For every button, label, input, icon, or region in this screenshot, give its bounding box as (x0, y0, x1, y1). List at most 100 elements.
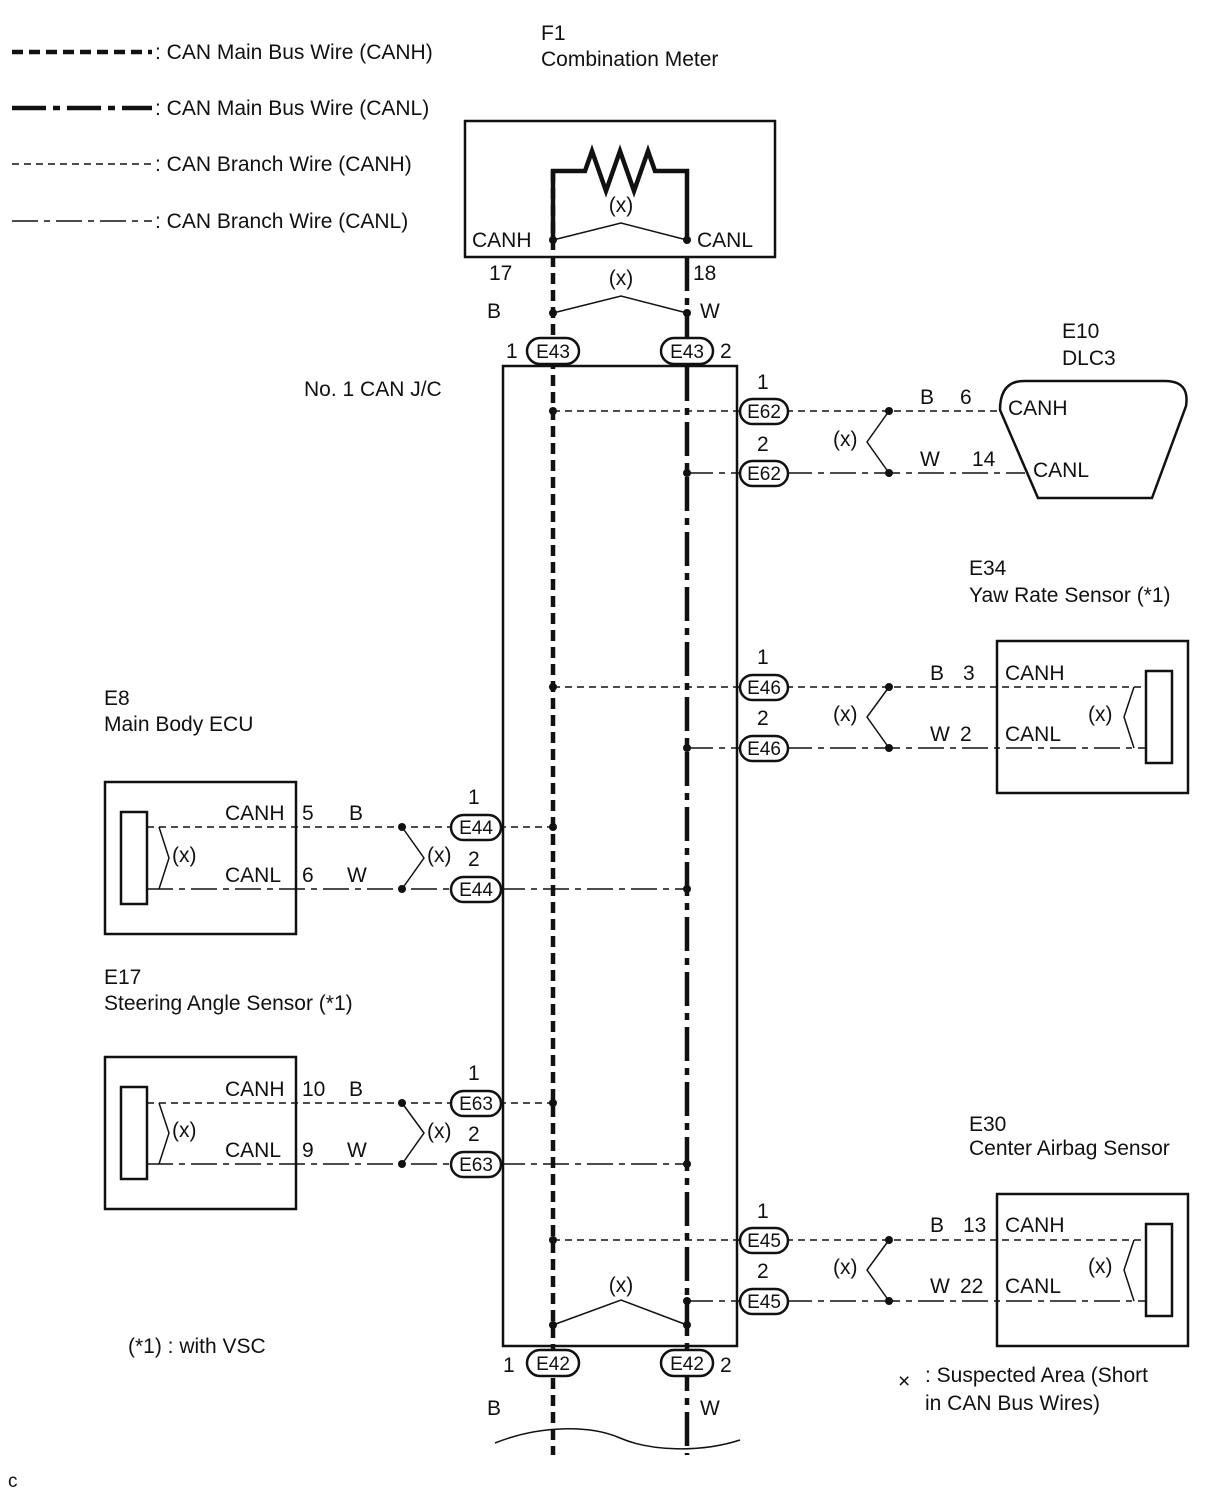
connector-e42-canl-label: E42 (670, 1354, 704, 1375)
connector-e45-canl (738, 1287, 790, 1316)
connector-e42-canh-label: E42 (536, 1354, 570, 1375)
legend-main-canl-label: : CAN Main Bus Wire (CANL) (155, 97, 429, 120)
connector-e44-canl (449, 875, 503, 904)
e43-pin-2: 2 (720, 340, 732, 363)
center-airbag-sensor: E30 Center Airbag Sensor (x) (x) E45 E45… (549, 1113, 1190, 1348)
airbag-ic (1144, 1222, 1174, 1318)
steering-ic (119, 1085, 149, 1181)
airbag-inner-short-mark (1123, 1239, 1135, 1302)
top-bus: (x) B W 1 2 (487, 267, 732, 363)
yaw-rate-pin-3: 3 (963, 662, 975, 685)
terminating-resistor (550, 144, 690, 240)
connector-e62-canl-label: E62 (747, 464, 781, 485)
top-bus-short-mark (552, 295, 688, 314)
yaw-rate-pin-2: 2 (960, 723, 972, 746)
main-body-box (103, 780, 298, 936)
combination-meter: F1 Combination Meter (x) CANH CANL 17 18 (463, 22, 777, 285)
steering-pin-10: 10 (302, 1078, 325, 1101)
notes: (*1) : with VSC × : Suspected Area (Shor… (8, 1335, 1148, 1492)
steering-inner-short-label: (x) (172, 1119, 197, 1142)
e45-pin-1: 1 (757, 1200, 769, 1223)
steering-short-mark (401, 1102, 425, 1165)
steering-color-b: B (349, 1078, 363, 1101)
combination-meter-code: F1 (541, 22, 566, 45)
dlc3: E10 DLC3 (x) E62 E62 1 2 B 6 W 14 CANH C… (549, 320, 1188, 500)
junction-name: No. 1 CAN J/C (304, 378, 442, 401)
suspected-area-line-1: : Suspected Area (Short (925, 1364, 1148, 1387)
yaw-rate-code: E34 (969, 557, 1007, 580)
yaw-rate-inner-short-mark (1123, 686, 1135, 749)
steering-color-w: W (347, 1139, 367, 1162)
dlc3-color-b: B (920, 386, 934, 409)
main-body-short-label: (x) (427, 844, 452, 867)
combination-meter-box (463, 119, 777, 259)
e43-pin-1: 1 (506, 340, 518, 363)
e63-pin-2: 2 (468, 1123, 480, 1146)
dlc3-name: DLC3 (1062, 347, 1116, 370)
connector-e44-canl-label: E44 (459, 880, 493, 901)
meter-canl-label: CANL (697, 229, 753, 252)
steering-canh-label: CANH (225, 1078, 285, 1101)
legend: : CAN Main Bus Wire (CANH) : CAN Main Bu… (12, 41, 433, 233)
steering-canl-label: CANL (225, 1139, 281, 1162)
vsc-note: (*1) : with VSC (128, 1335, 266, 1358)
suspected-area-mark: × (898, 1370, 910, 1393)
meter-pin-17: 17 (489, 262, 512, 285)
connector-e63-canl (449, 1150, 503, 1179)
connector-e62-canl (738, 459, 790, 488)
steering-box (103, 1055, 298, 1211)
airbag-code: E30 (969, 1113, 1006, 1136)
airbag-canh-label: CANH (1005, 1214, 1065, 1237)
e45-pin-2: 2 (757, 1260, 769, 1283)
connector-e44-canh-label: E44 (459, 818, 493, 839)
dlc3-code: E10 (1062, 320, 1099, 343)
connector-e62-canh-label: E62 (747, 402, 781, 423)
combination-meter-name: Combination Meter (541, 48, 718, 71)
main-body-short-mark (401, 826, 425, 890)
airbag-color-w: W (930, 1275, 950, 1298)
main-body-inner-short-mark (158, 826, 170, 890)
meter-pin-18: 18 (693, 262, 716, 285)
main-body-pin-6: 6 (302, 864, 314, 887)
connector-e62-canh (738, 397, 790, 426)
airbag-color-b: B (930, 1214, 944, 1237)
yaw-rate-short-label: (x) (833, 703, 858, 726)
main-body-pin-5: 5 (302, 802, 314, 825)
junction-box (501, 364, 739, 1348)
steering-inner-short-mark (158, 1102, 170, 1165)
main-body-code: E8 (104, 687, 130, 710)
connector-e42-canl (659, 1348, 715, 1378)
e44-pin-2: 2 (468, 848, 480, 871)
yaw-rate-box (995, 639, 1190, 795)
legend-branch-canh-label: : CAN Branch Wire (CANH) (155, 153, 412, 176)
main-body-ecu: E8 Main Body ECU (x) (x) E44 E44 1 2 CAN… (103, 687, 691, 936)
connector-e43-canl-label: E43 (670, 342, 704, 363)
dlc3-short-label: (x) (833, 428, 858, 451)
connector-e42-canh (525, 1348, 581, 1378)
yaw-rate-canh-label: CANH (1005, 662, 1065, 685)
steering-code: E17 (104, 966, 141, 989)
airbag-inner-short-label: (x) (1088, 1255, 1113, 1278)
dlc3-pin-6: 6 (960, 386, 972, 409)
connector-e45-canh (738, 1226, 790, 1255)
can-junction-connector: No. 1 CAN J/C (304, 364, 739, 1348)
e42-pin-2: 2 (720, 1354, 732, 1377)
airbag-short-label: (x) (833, 1256, 858, 1279)
e44-pin-1: 1 (468, 786, 480, 809)
e42-pin-1: 1 (503, 1354, 515, 1377)
dlc3-color-w: W (920, 448, 940, 471)
bottom-bus-color-b: B (487, 1397, 501, 1420)
main-body-ic (119, 810, 149, 906)
connector-e43-canh-label: E43 (536, 342, 570, 363)
e46-pin-2: 2 (757, 707, 769, 730)
top-bus-color-b: B (487, 300, 501, 323)
connector-e45-canh-label: E45 (747, 1231, 781, 1252)
yaw-rate-color-w: W (930, 723, 950, 746)
airbag-box (995, 1192, 1190, 1348)
junction-short-mark (552, 1299, 688, 1326)
yaw-rate-canl-label: CANL (1005, 723, 1061, 746)
main-body-canl-label: CANL (225, 864, 281, 887)
legend-branch-canl-label: : CAN Branch Wire (CANL) (155, 210, 408, 233)
yaw-rate-inner-short-label: (x) (1088, 703, 1113, 726)
dlc3-shape (998, 379, 1188, 500)
